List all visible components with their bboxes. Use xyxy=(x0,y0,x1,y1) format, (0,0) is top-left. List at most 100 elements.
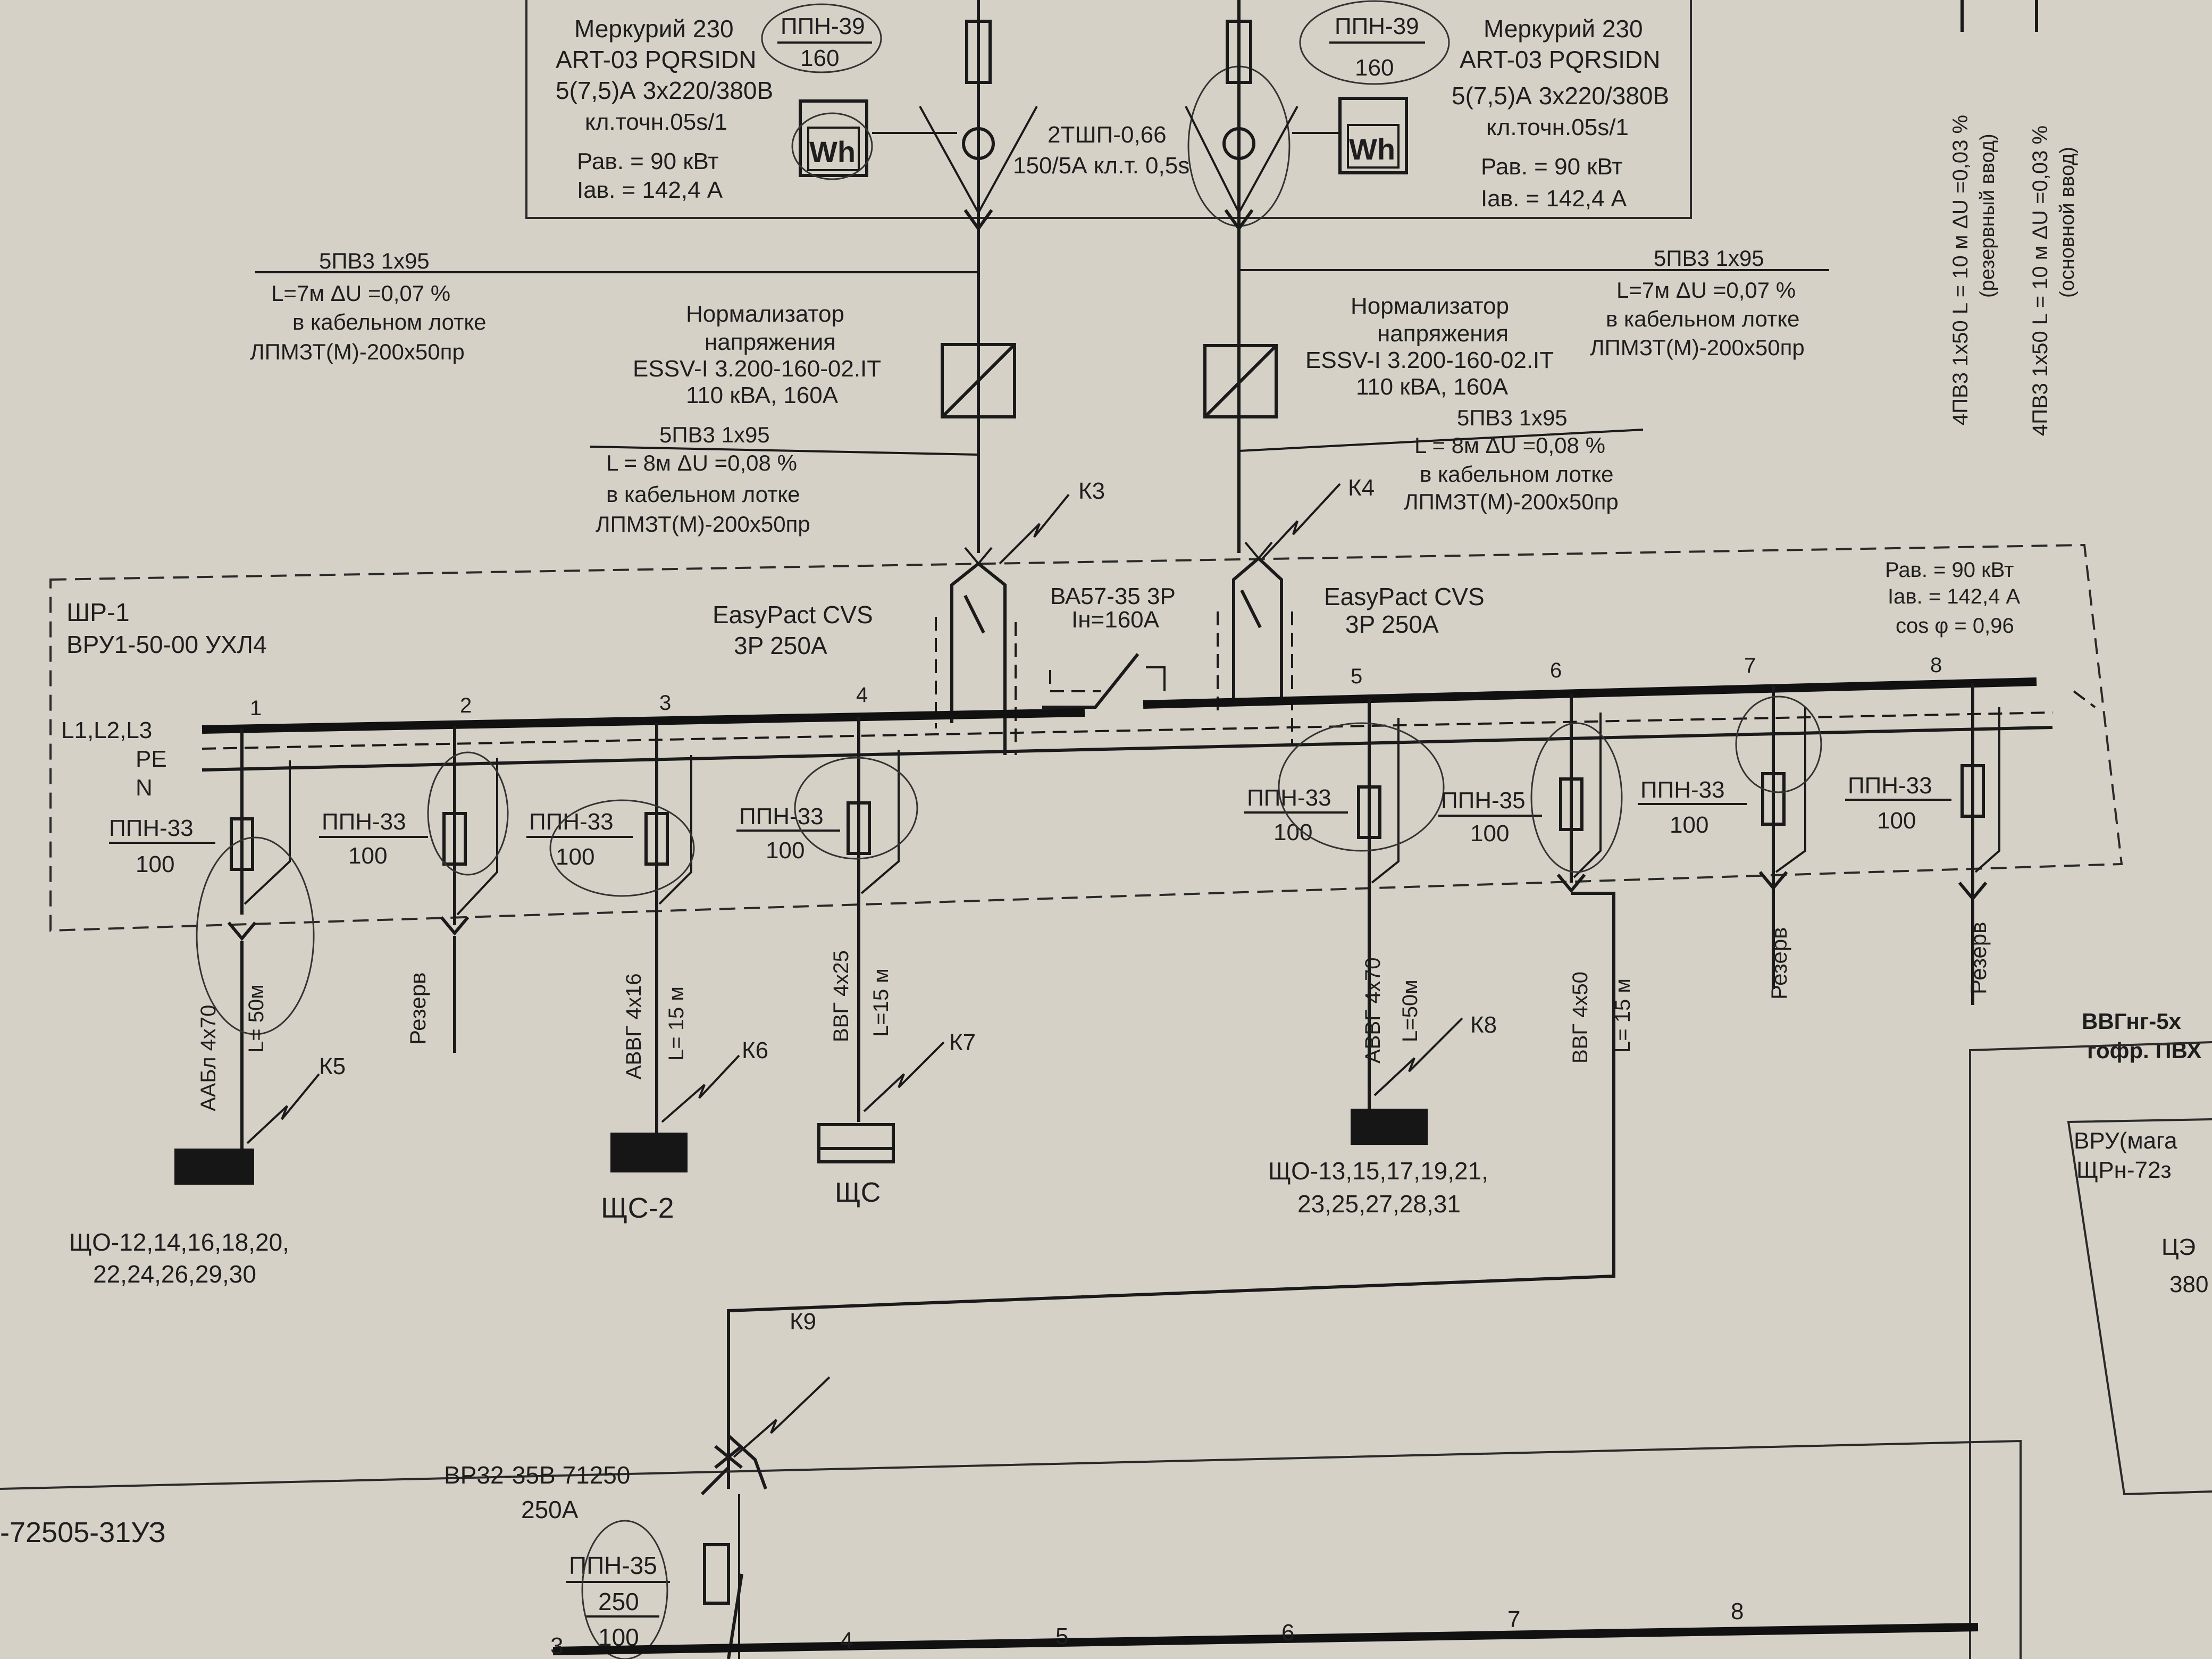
panel-power: Рав. = 90 кВт xyxy=(1885,558,2014,582)
feeder-fuse: ППН-33 xyxy=(739,803,824,830)
wh-meter-face xyxy=(807,127,860,171)
breaker-contacts xyxy=(1232,557,1283,702)
arrow-down-icon xyxy=(1224,209,1254,232)
lower-busbar xyxy=(552,1623,1979,1655)
arrow-down-icon xyxy=(1244,541,1273,560)
arrow-down-icon xyxy=(227,921,257,941)
cable-top-left: 5ПВ3 1х95 xyxy=(319,248,430,273)
pen-mark xyxy=(1299,0,1450,85)
fuse-icon xyxy=(230,817,254,871)
fault-k5: К5 xyxy=(319,1053,346,1079)
right-inner-frame xyxy=(2067,1118,2212,1496)
feeder-fuse: ППН-35 xyxy=(1441,787,1526,814)
right-c1: ЦЭ xyxy=(2161,1234,2196,1260)
ct-coil-icon xyxy=(962,127,995,160)
load-shco-left-1: ЩО-12,14,16,18,20, xyxy=(69,1228,289,1256)
busbar-l-left xyxy=(202,708,1085,734)
tie-breaker-rating: Iн=160А xyxy=(1071,607,1160,633)
breaker-contacts xyxy=(950,562,1007,755)
feeder-spare: Резерв xyxy=(405,973,430,1045)
lower-left-code: -72505-31УЗ xyxy=(0,1516,166,1548)
fuse-icon xyxy=(1226,20,1252,84)
normalizer-right-rating: 110 кВА, 160А xyxy=(1356,374,1509,400)
load-shco-left-2: 22,24,26,29,30 xyxy=(93,1260,256,1288)
fault-k6: К6 xyxy=(742,1037,768,1063)
feeder-neutral xyxy=(1974,707,2000,873)
cable-mid-left: 5ПВ3 1х95 xyxy=(659,422,770,447)
panel-shchs-icon xyxy=(817,1123,895,1163)
bus-label-n: N xyxy=(136,775,153,801)
switch-cross-icon xyxy=(714,1445,743,1469)
feeder-length: L=50м xyxy=(1398,979,1422,1042)
right-frame xyxy=(1969,1041,2212,1659)
cable-top-right-route: в кабельном лотке xyxy=(1606,306,1800,331)
right-c2: 380 xyxy=(2169,1271,2208,1297)
fault-arrow-icon xyxy=(999,493,1070,565)
feeder-number: 2 xyxy=(460,694,472,717)
side-cable-reserve-note: (резервный ввод) xyxy=(1976,133,1999,298)
switch-disconnector-icon xyxy=(700,1434,767,1496)
pen-mark xyxy=(581,1520,668,1659)
normalizer-diagonal xyxy=(1203,344,1278,418)
feeder-fuse: ППН-33 xyxy=(1848,773,1932,799)
feeder-number: 1 xyxy=(250,697,262,720)
ct-ratio: 150/5А кл.т. 0,5s xyxy=(1013,153,1189,179)
cable-mid-right-tray: ЛПМЗТ(М)-200х50пр xyxy=(1404,489,1619,514)
load-shco-right-2: 23,25,27,28,31 xyxy=(1297,1190,1461,1218)
fault-k3: К3 xyxy=(1078,478,1105,504)
wh-meter-box-left xyxy=(799,99,868,177)
right-vru: ВРУ(мага xyxy=(2074,1128,2177,1154)
feeder-number: 5 xyxy=(1351,665,1362,688)
feeder-fuse-rating: 100 xyxy=(136,851,174,877)
breaker-switch-icon xyxy=(963,594,985,634)
cable-top-left-length: L=7м ΔU =0,07 % xyxy=(271,281,450,306)
bus-label-pe: PE xyxy=(136,746,167,772)
pen-mark xyxy=(549,799,695,897)
fault-arrow-icon xyxy=(1259,483,1341,562)
cable-mid-right-route: в кабельном лотке xyxy=(1420,462,1614,487)
breaker-right-poles: 3P 250A xyxy=(1345,610,1439,638)
feeder-length: L= 15 м xyxy=(1611,978,1635,1053)
feeder-cable: ВВГ 4х25 xyxy=(830,950,853,1042)
feeder-neutral xyxy=(658,755,692,905)
tie-breaker-switch-icon xyxy=(1042,653,1139,709)
panel-id: ШР-1 xyxy=(66,599,130,627)
feeder-number: 3 xyxy=(659,691,671,715)
feeder-spare: Резерв xyxy=(1766,927,1791,1000)
fuse-icon xyxy=(703,1543,730,1605)
meter-left-type: ART-03 PQRSIDN xyxy=(556,46,756,73)
fuse-icon xyxy=(1761,772,1786,826)
meter-right-power: Рав. = 90 кВт xyxy=(1481,154,1623,180)
side-cable-main: 4ПВ3 1х50 L = 10 м ΔU =0,03 % xyxy=(2029,125,2052,436)
feeder-length: L=15 м xyxy=(869,968,893,1037)
normalizer-left-rating: 110 кВА, 160А xyxy=(686,382,839,408)
side-cable-reserve: 4ПВ3 1х50 L = 10 м ΔU =0,03 % xyxy=(1949,115,1972,425)
cable-top-right-tray: ЛПМЗТ(М)-200х50пр xyxy=(1590,335,1805,360)
cable-mid-left-route: в кабельном лотке xyxy=(606,482,800,507)
fault-arrow-icon xyxy=(661,1054,740,1123)
pen-mark xyxy=(791,112,873,180)
cable-top-right-length: L=7м ΔU =0,07 % xyxy=(1616,278,1796,303)
arrow-down-icon xyxy=(963,209,993,232)
feeder-6: 6 ППН-35 100 ВВГ 4х50 L= 15 м xyxy=(727,659,1635,1489)
fault-k9: К9 xyxy=(790,1309,816,1335)
feeder-2: 2 ППН-33 100 Резерв xyxy=(319,694,509,1053)
feeder-fuse: ППН-33 xyxy=(1247,785,1331,811)
feeder-fuse: ППН-33 xyxy=(109,815,194,841)
feeder-7: 7 ППН-33 100 Резерв xyxy=(1638,654,1822,1000)
feeder-fuse-rating: 100 xyxy=(1877,808,1916,834)
leader-line xyxy=(590,446,979,456)
cable-mid-right: 5ПВ3 1х95 xyxy=(1457,405,1568,430)
cable-top-right: 5ПВ3 1х95 xyxy=(1654,246,1764,271)
load-shco-right-1: ЩО-13,15,17,19,21, xyxy=(1268,1157,1488,1185)
feeder-cable: ВВГ 4х50 xyxy=(1569,971,1592,1063)
panel-shchc2-icon xyxy=(610,1133,688,1172)
meter-link-lines xyxy=(872,106,1038,213)
feeder-number: 8 xyxy=(1930,653,1942,677)
normalizer-left-symbol xyxy=(941,343,1016,418)
pen-mark xyxy=(1530,722,1623,873)
bus-arrow xyxy=(2073,690,2096,708)
fault-arrow-icon xyxy=(733,1376,831,1458)
feeder-cable: ААБл 4х70 xyxy=(197,1005,220,1111)
fault-k8: К8 xyxy=(1470,1012,1497,1038)
